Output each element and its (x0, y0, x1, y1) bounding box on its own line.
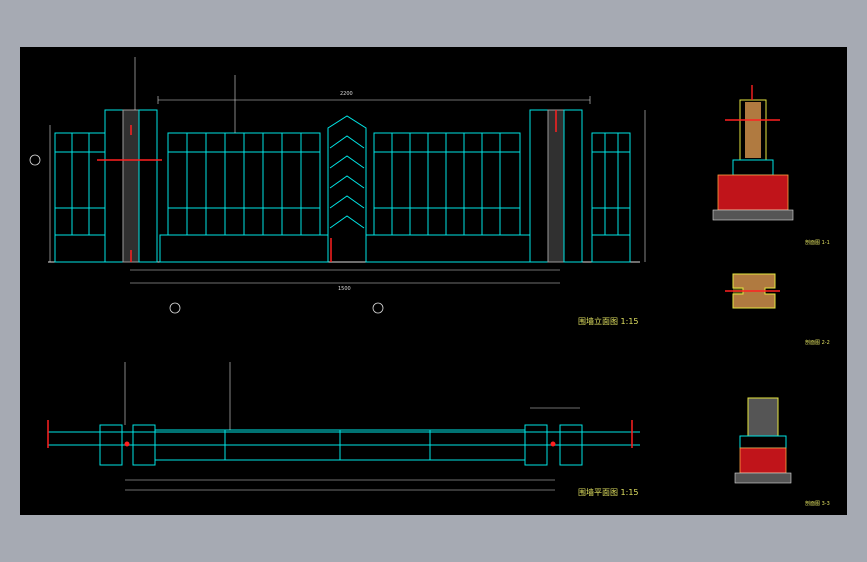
detail-2-label: 剖面图 2-2 (805, 340, 830, 346)
plan-pillar-mark-left (124, 441, 130, 447)
section-detail-3 (734, 397, 792, 484)
plan-axis-marks (47, 420, 633, 448)
section-detail-1 (712, 85, 794, 221)
plan-dimensions (124, 362, 580, 491)
overall-dim-top: 2200 (340, 91, 353, 97)
section-detail-2 (725, 273, 780, 309)
overall-dim-bottom: 1500 (338, 286, 351, 292)
plan-view (48, 424, 640, 466)
plan-pillar-mark-right (550, 441, 556, 447)
model-space (20, 47, 847, 515)
detail-3-label: 剖面图 3-3 (805, 501, 830, 507)
elevation-view (48, 109, 640, 263)
axis-bubbles (29, 154, 384, 314)
elevation-title: 围墙立面图 1:15 (578, 317, 639, 326)
detail-1-label: 剖面图 1-1 (805, 240, 830, 246)
section-markers (97, 110, 557, 262)
plan-title: 围墙平面图 1:15 (578, 488, 639, 497)
elevation-dimensions (49, 57, 646, 284)
